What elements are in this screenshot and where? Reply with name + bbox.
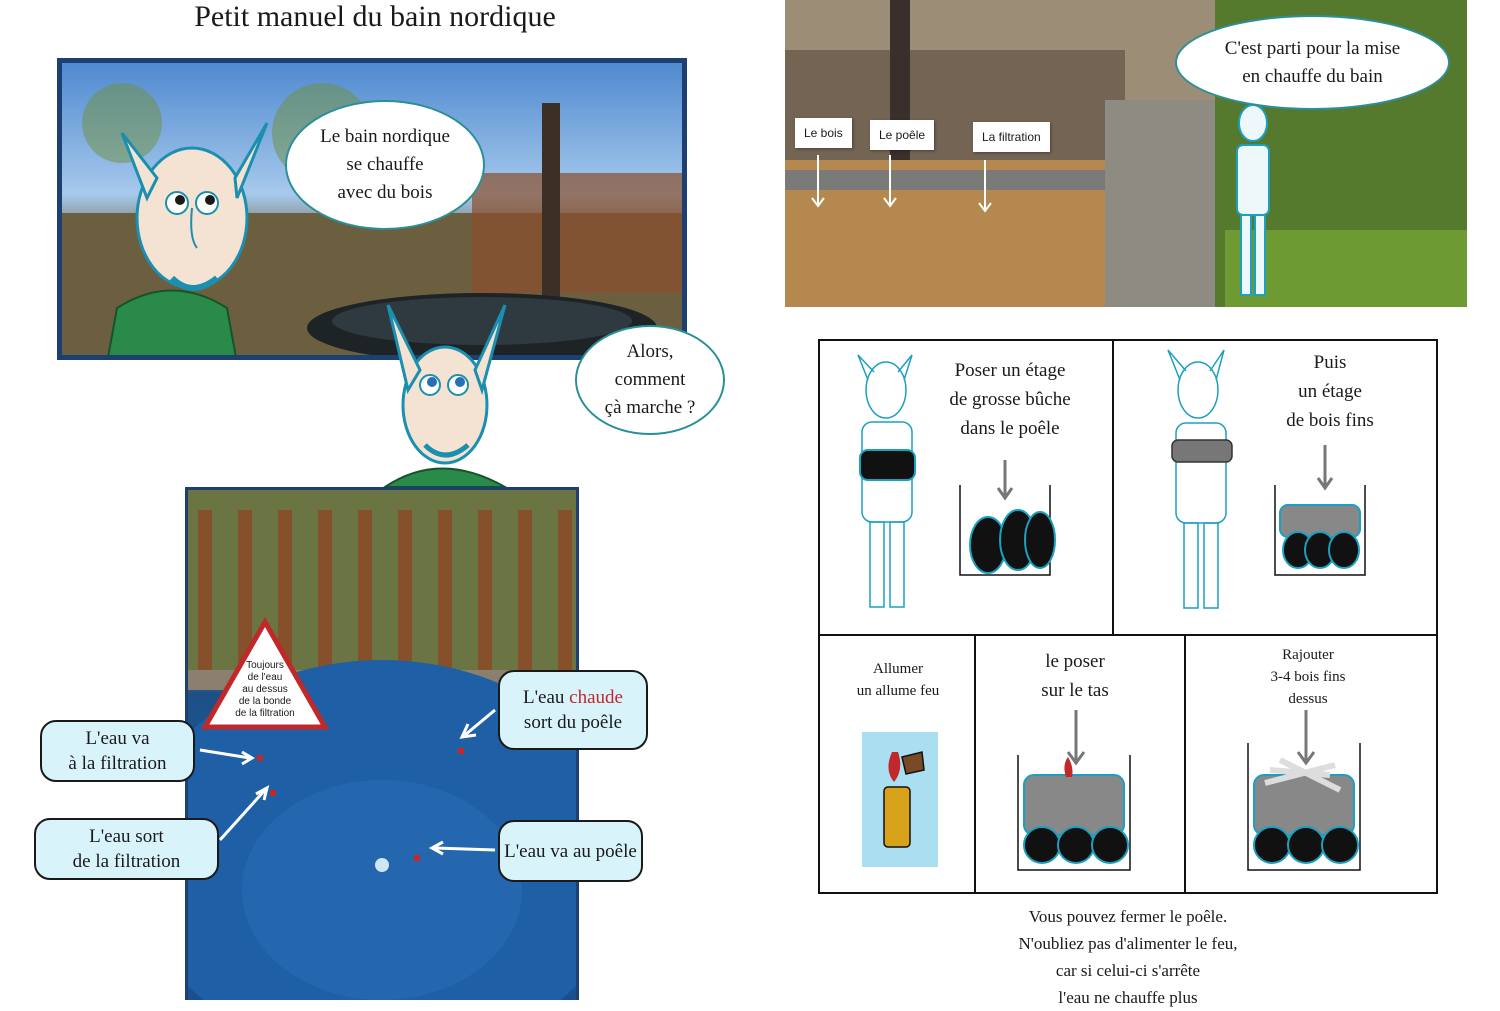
- step-5-arrow: [1296, 710, 1316, 766]
- speech-bubble-start-heating: C'est parti pour la mise en chauffe du b…: [1175, 15, 1450, 110]
- page-title: Petit manuel du bain nordique: [194, 0, 556, 33]
- pool-scene: [188, 490, 576, 1000]
- hot-water-suffix: sort du poêle: [523, 712, 623, 733]
- speech-bubble-wood-heating: Le bain nordique se chauffe avec du bois: [285, 100, 485, 230]
- warning-triangle-icon: [200, 617, 330, 730]
- hot-water-out-box: L'eau chaude sort du poêle: [498, 670, 648, 750]
- step-4-arrow: [1066, 710, 1086, 766]
- water-from-filtration-box: L'eau sort de la filtration: [34, 818, 219, 880]
- footer-line-2: N'oubliez pas d'alimenter le feu,: [1018, 934, 1238, 953]
- elf-character-standing: [1236, 104, 1270, 296]
- water-to-stove-box: L'eau va au poêle: [498, 820, 643, 882]
- label-filtration: La filtration: [973, 122, 1050, 152]
- elf-character-2: [383, 304, 508, 487]
- step-5-text: Rajouter 3-4 bois fins dessus: [1270, 647, 1346, 707]
- label-wood: Le bois: [795, 118, 852, 148]
- footer-instructions: Vous pouvez fermer le poêle. N'oubliez p…: [818, 903, 1438, 1011]
- step-3-text: Allumer un allume feu: [856, 661, 940, 699]
- label-stove: Le poêle: [870, 120, 935, 150]
- hot-word: chaude: [569, 687, 623, 708]
- step-3-illustration: [862, 732, 938, 867]
- water-to-filtration-box: L'eau va à la filtration: [40, 720, 195, 782]
- flow-arrows: [199, 708, 496, 856]
- step-1-text: Poser un étage de grosse bûche dans le p…: [949, 360, 1071, 439]
- elf-character-1: [107, 122, 269, 355]
- footer-line-4: l'eau ne chauffe plus: [1058, 988, 1198, 1007]
- step-2-text: Puis un étage de bois fins: [1286, 352, 1374, 431]
- elf-holding-sticks: [1167, 349, 1227, 609]
- step-2-arrow: [1316, 445, 1334, 491]
- hot-water-prefix: L'eau: [523, 687, 570, 708]
- flame-icon: [888, 752, 901, 782]
- elf-holding-logs: [857, 354, 913, 608]
- step-2-panel: [1112, 339, 1438, 636]
- hot-tub-scene: [62, 83, 682, 355]
- speech-bubble-how-does-it-work: Alors, comment çà marche ?: [575, 325, 725, 435]
- step-4-text: le poser sur le tas: [1041, 651, 1109, 701]
- footer-line-1: Vous pouvez fermer le poêle.: [1028, 907, 1228, 926]
- step-4-illustration: [1017, 710, 1131, 871]
- step-1-illustration: [857, 354, 1056, 608]
- label-arrows: [811, 155, 992, 213]
- step-1-panel: [818, 339, 1114, 636]
- pool-top-view-photo: [185, 487, 579, 1000]
- step-2-illustration: [1167, 349, 1366, 609]
- warning-text: Toujours de l'eau au dessus de la bonde …: [235, 660, 295, 719]
- step-1-arrow: [996, 460, 1014, 501]
- step-5-illustration: [1247, 710, 1361, 871]
- footer-line-3: car si celui-ci s'arrête: [1055, 961, 1201, 980]
